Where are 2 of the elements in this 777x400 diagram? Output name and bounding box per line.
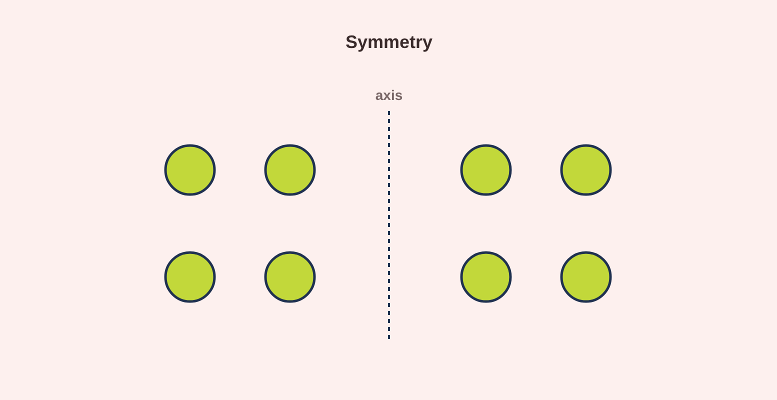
diagram-title: Symmetry	[345, 32, 433, 53]
axis-label: axis	[375, 87, 403, 103]
